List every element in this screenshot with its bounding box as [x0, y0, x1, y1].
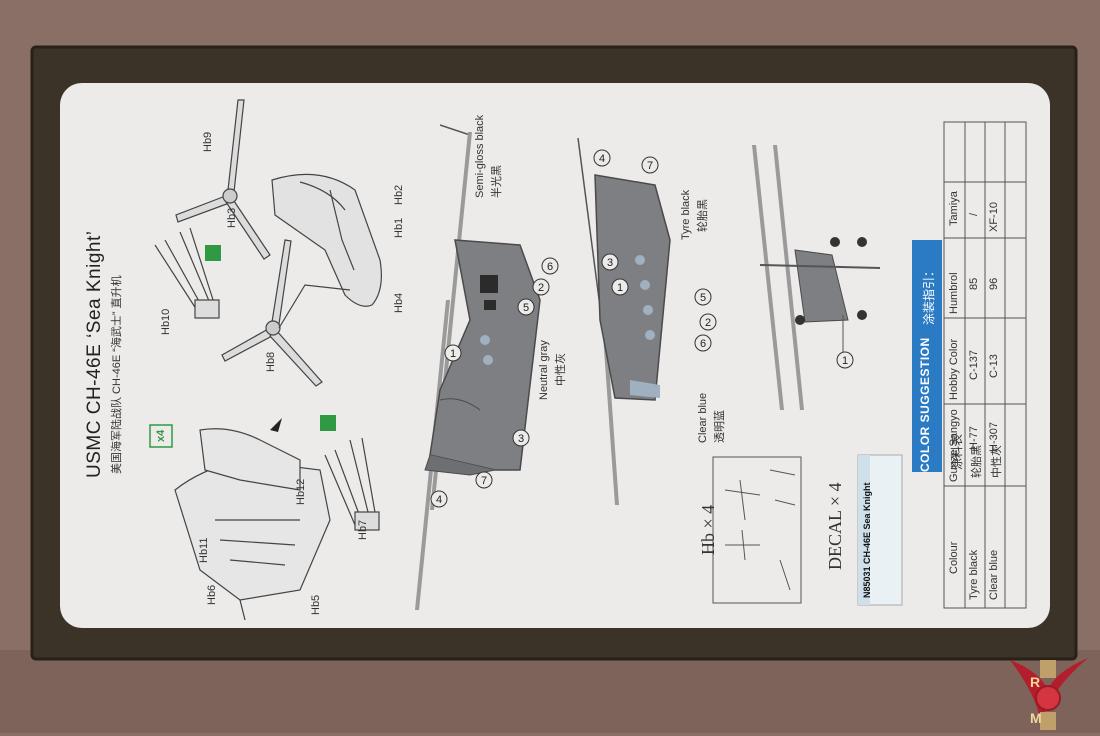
callout-neutral-gray-cn: 中性灰	[555, 353, 567, 386]
callout-tyre-black-cn: 轮胎黑	[697, 199, 709, 232]
table-header-tamiya: Tamiya	[948, 191, 960, 226]
table-cell: Tyre black	[968, 549, 980, 600]
svg-text:3: 3	[518, 433, 524, 445]
step-callouts	[430, 149, 854, 508]
callout-semi-gloss-black-cn: 半光黑	[491, 165, 503, 198]
svg-text:2: 2	[538, 282, 544, 294]
color-banner-label-cn: 涂装指引：	[922, 264, 936, 325]
svg-text:6: 6	[547, 261, 553, 273]
callout-tyre-black: Tyre black	[680, 189, 692, 240]
part-label-hb3: Hb3	[226, 207, 238, 228]
svg-text:1: 1	[617, 282, 623, 294]
part-label-hb12: Hb12	[295, 478, 307, 505]
decal-sheet-title: N85031 CH-46E Sea Knight	[862, 482, 872, 598]
table-cell: C-137	[968, 350, 980, 380]
part-label-hb7: Hb7	[357, 519, 369, 540]
box-edge	[30, 45, 1078, 661]
part-label-hb1: Hb1	[393, 217, 405, 238]
sprue-drawing	[712, 456, 802, 604]
part-label-hb5: Hb5	[310, 594, 322, 615]
svg-text:3: 3	[607, 257, 613, 269]
table-cell: Clear blue	[988, 549, 1000, 600]
part-label-hb2: Hb2	[393, 184, 405, 205]
table-header-humbrol: Humbrol	[948, 272, 960, 314]
callout-clear-blue: Clear blue	[697, 392, 709, 443]
helicopter-top-view	[577, 137, 671, 505]
svg-text:2: 2	[705, 317, 711, 329]
sprue-parts	[724, 469, 796, 591]
svg-text:1: 1	[450, 348, 456, 360]
assembly-stamp-icon	[320, 415, 336, 431]
part-label-hb6: Hb6	[206, 584, 218, 605]
callout-semi-gloss-black: Semi-gloss black	[474, 114, 486, 198]
backdrop-shadow	[0, 650, 1100, 733]
svg-text:4: 4	[436, 494, 442, 506]
part-label-hb8: Hb8	[265, 351, 277, 372]
hb-count-label: Hb × 4	[698, 504, 718, 555]
decal-count-label: DECAL × 4	[825, 482, 845, 570]
table-cell: H-307	[988, 422, 1000, 452]
callout-clear-blue-cn: 透明蓝	[714, 410, 726, 443]
decal-sheet-band	[858, 455, 870, 605]
multiplier-badge	[149, 424, 173, 448]
sheet-title: USMC CH-46E ‘Sea Knight’	[84, 230, 105, 478]
svg-text:1: 1	[842, 355, 848, 367]
table-cell: C-13	[988, 354, 1000, 378]
table-cell: /	[968, 212, 980, 216]
table-cell: 96	[988, 277, 1000, 290]
helicopter-side-view	[415, 124, 541, 610]
svg-text:5: 5	[700, 292, 706, 304]
table-cell: XF-10	[988, 202, 1000, 232]
table-cell: H-77	[968, 426, 980, 450]
part-label-hb9: Hb9	[202, 131, 214, 152]
color-table-grid	[943, 121, 1027, 609]
table-header-hobby: Hobby Color	[948, 338, 960, 400]
table-header-colour: Colour	[948, 541, 960, 574]
helicopter-front-view	[752, 145, 881, 410]
svg-text:6: 6	[700, 338, 706, 350]
callout-neutral-gray: Neutral gray	[538, 340, 550, 400]
rotor-assembly-drawing	[154, 99, 382, 621]
svg-text:4: 4	[599, 153, 605, 165]
multiplier-label: x4	[155, 429, 167, 442]
sheet-subtitle: 美国海军陆战队 CH-46E “海武士” 直升机	[111, 275, 123, 474]
svg-text:5: 5	[523, 302, 529, 314]
color-banner	[912, 240, 942, 472]
svg-text:7: 7	[481, 475, 487, 487]
part-label-hb10: Hb10	[160, 308, 172, 335]
table-cell: 85	[968, 277, 980, 290]
part-label-hb11: Hb11	[198, 537, 210, 563]
table-header-gunze: Gunze Sangyo	[948, 409, 960, 482]
svg-text:7: 7	[647, 160, 653, 172]
assembly-stamp-icon	[205, 245, 221, 261]
color-banner-label: COLOR SUGGESTION	[918, 337, 932, 472]
direction-arrow-icon	[270, 418, 282, 432]
rm-logo	[1010, 658, 1088, 730]
part-label-hb4: Hb4	[393, 292, 405, 313]
watermark-text: RM	[1030, 674, 1056, 726]
